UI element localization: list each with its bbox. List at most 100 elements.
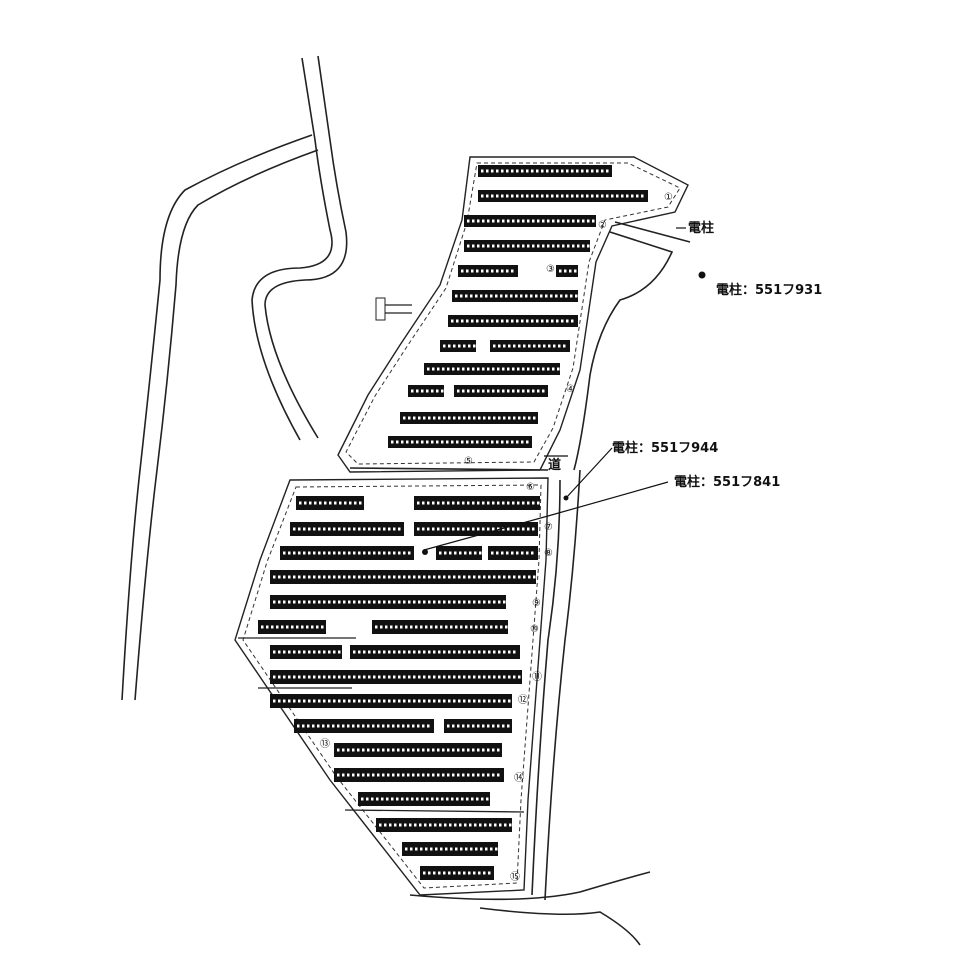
panel-module-gap (515, 294, 518, 298)
panel-module-gap (488, 699, 491, 703)
panel-module-gap (433, 600, 436, 604)
panel-module-gap (521, 319, 524, 323)
panel-module-gap (432, 501, 435, 505)
panel-module-gap (428, 699, 431, 703)
benchmark-symbol (375, 297, 412, 321)
panel-module-gap (387, 724, 390, 728)
panel-module-gap (276, 625, 279, 629)
panel-module-gap (463, 600, 466, 604)
panel-module-gap (444, 551, 447, 555)
panel-module-gap (442, 367, 445, 371)
panel-module-gap (288, 551, 291, 555)
panel-module-gap (278, 699, 281, 703)
panel-module-gap (450, 625, 453, 629)
panel-module-gap (440, 847, 443, 851)
panel-module-gap (626, 194, 629, 198)
panel-module-gap (333, 699, 336, 703)
panel-module-gap (453, 675, 456, 679)
panel-module-gap (468, 699, 471, 703)
panel-module-gap (368, 699, 371, 703)
panel-module-gap (493, 675, 496, 679)
panel-module-gap (417, 748, 420, 752)
panel-module-gap (271, 625, 274, 629)
panel-module-gap (383, 575, 386, 579)
panel-module-gap (466, 319, 469, 323)
panel-module-gap (467, 724, 470, 728)
panel-module-gap (467, 773, 470, 777)
panel-module-gap (477, 724, 480, 728)
panel-module-gap (368, 650, 371, 654)
road-far-left (121, 134, 313, 701)
panel-module-gap (447, 527, 450, 531)
panel-module-gap (474, 823, 477, 827)
panel-module-gap (453, 575, 456, 579)
panel-module-gap (479, 551, 482, 555)
panel-module-gap (496, 269, 499, 273)
road-east-upper (573, 231, 674, 471)
panel-module-gap (527, 389, 530, 393)
panel-module-gap (333, 527, 336, 531)
panel-module-gap (357, 724, 360, 728)
panel-module-gap (431, 389, 434, 393)
panel-module-gap (530, 294, 533, 298)
panel-module-gap (393, 551, 396, 555)
panel-module-gap (537, 389, 540, 393)
panel-module-gap (502, 389, 505, 393)
panel-module-gap (477, 219, 480, 223)
panel-module-gap (352, 724, 355, 728)
panel-module-gap (366, 797, 369, 801)
panel-module-gap (497, 724, 500, 728)
panel-module-gap (536, 169, 539, 173)
panel-module-gap (557, 244, 560, 248)
panel-module-gap (611, 194, 614, 198)
panel-module-gap (438, 575, 441, 579)
panel-module-gap (586, 194, 589, 198)
panel-module-gap (511, 551, 514, 555)
panel-module-gap (414, 823, 417, 827)
panel-module-gap (413, 575, 416, 579)
panel-module-gap (489, 823, 492, 827)
panel-module-gap (362, 724, 365, 728)
panel-module-gap (318, 600, 321, 604)
panel-module-gap (432, 748, 435, 752)
lower-site-inner-line (242, 484, 542, 889)
panel-module-gap (343, 575, 346, 579)
panel-module-gap (442, 527, 445, 531)
panel-module-gap (313, 675, 316, 679)
panel-module-gap (453, 416, 456, 420)
panel-module-gap (507, 501, 510, 505)
panel-module-gap (323, 600, 326, 604)
panel-module-gap (591, 194, 594, 198)
panel-module-gap (357, 748, 360, 752)
panel-module-gap (485, 625, 488, 629)
panel-module-gap (433, 871, 436, 875)
panel-module-gap (447, 773, 450, 777)
panel-module-gap (385, 625, 388, 629)
panel-module-gap (358, 650, 361, 654)
panel-module-gap (546, 319, 549, 323)
panel-module-gap (443, 650, 446, 654)
panel-arrays (258, 165, 648, 880)
panel-module-gap (468, 871, 471, 875)
panel-module-gap (321, 625, 324, 629)
panel-module-gap (552, 219, 555, 223)
panel-module-gap (358, 551, 361, 555)
panel-module-gap (313, 527, 316, 531)
panel-module-gap (377, 773, 380, 777)
panel-module-gap (435, 625, 438, 629)
panel-module-gap (443, 699, 446, 703)
panel-module-gap (358, 527, 361, 531)
panel-module-gap (591, 169, 594, 173)
panel-module-gap (468, 344, 471, 348)
panel-module-gap (511, 269, 514, 273)
panel-module-gap (358, 675, 361, 679)
panel-module-gap (522, 219, 525, 223)
panel-module-gap (472, 724, 475, 728)
panel-module-gap (567, 219, 570, 223)
panel-module-gap (438, 675, 441, 679)
panel-module-gap (541, 194, 544, 198)
panel-module-gap (482, 389, 485, 393)
pole-label-551-841: 電柱：551フ841 (674, 474, 780, 490)
panel-module-gap (398, 650, 401, 654)
panel-module-gap (377, 748, 380, 752)
